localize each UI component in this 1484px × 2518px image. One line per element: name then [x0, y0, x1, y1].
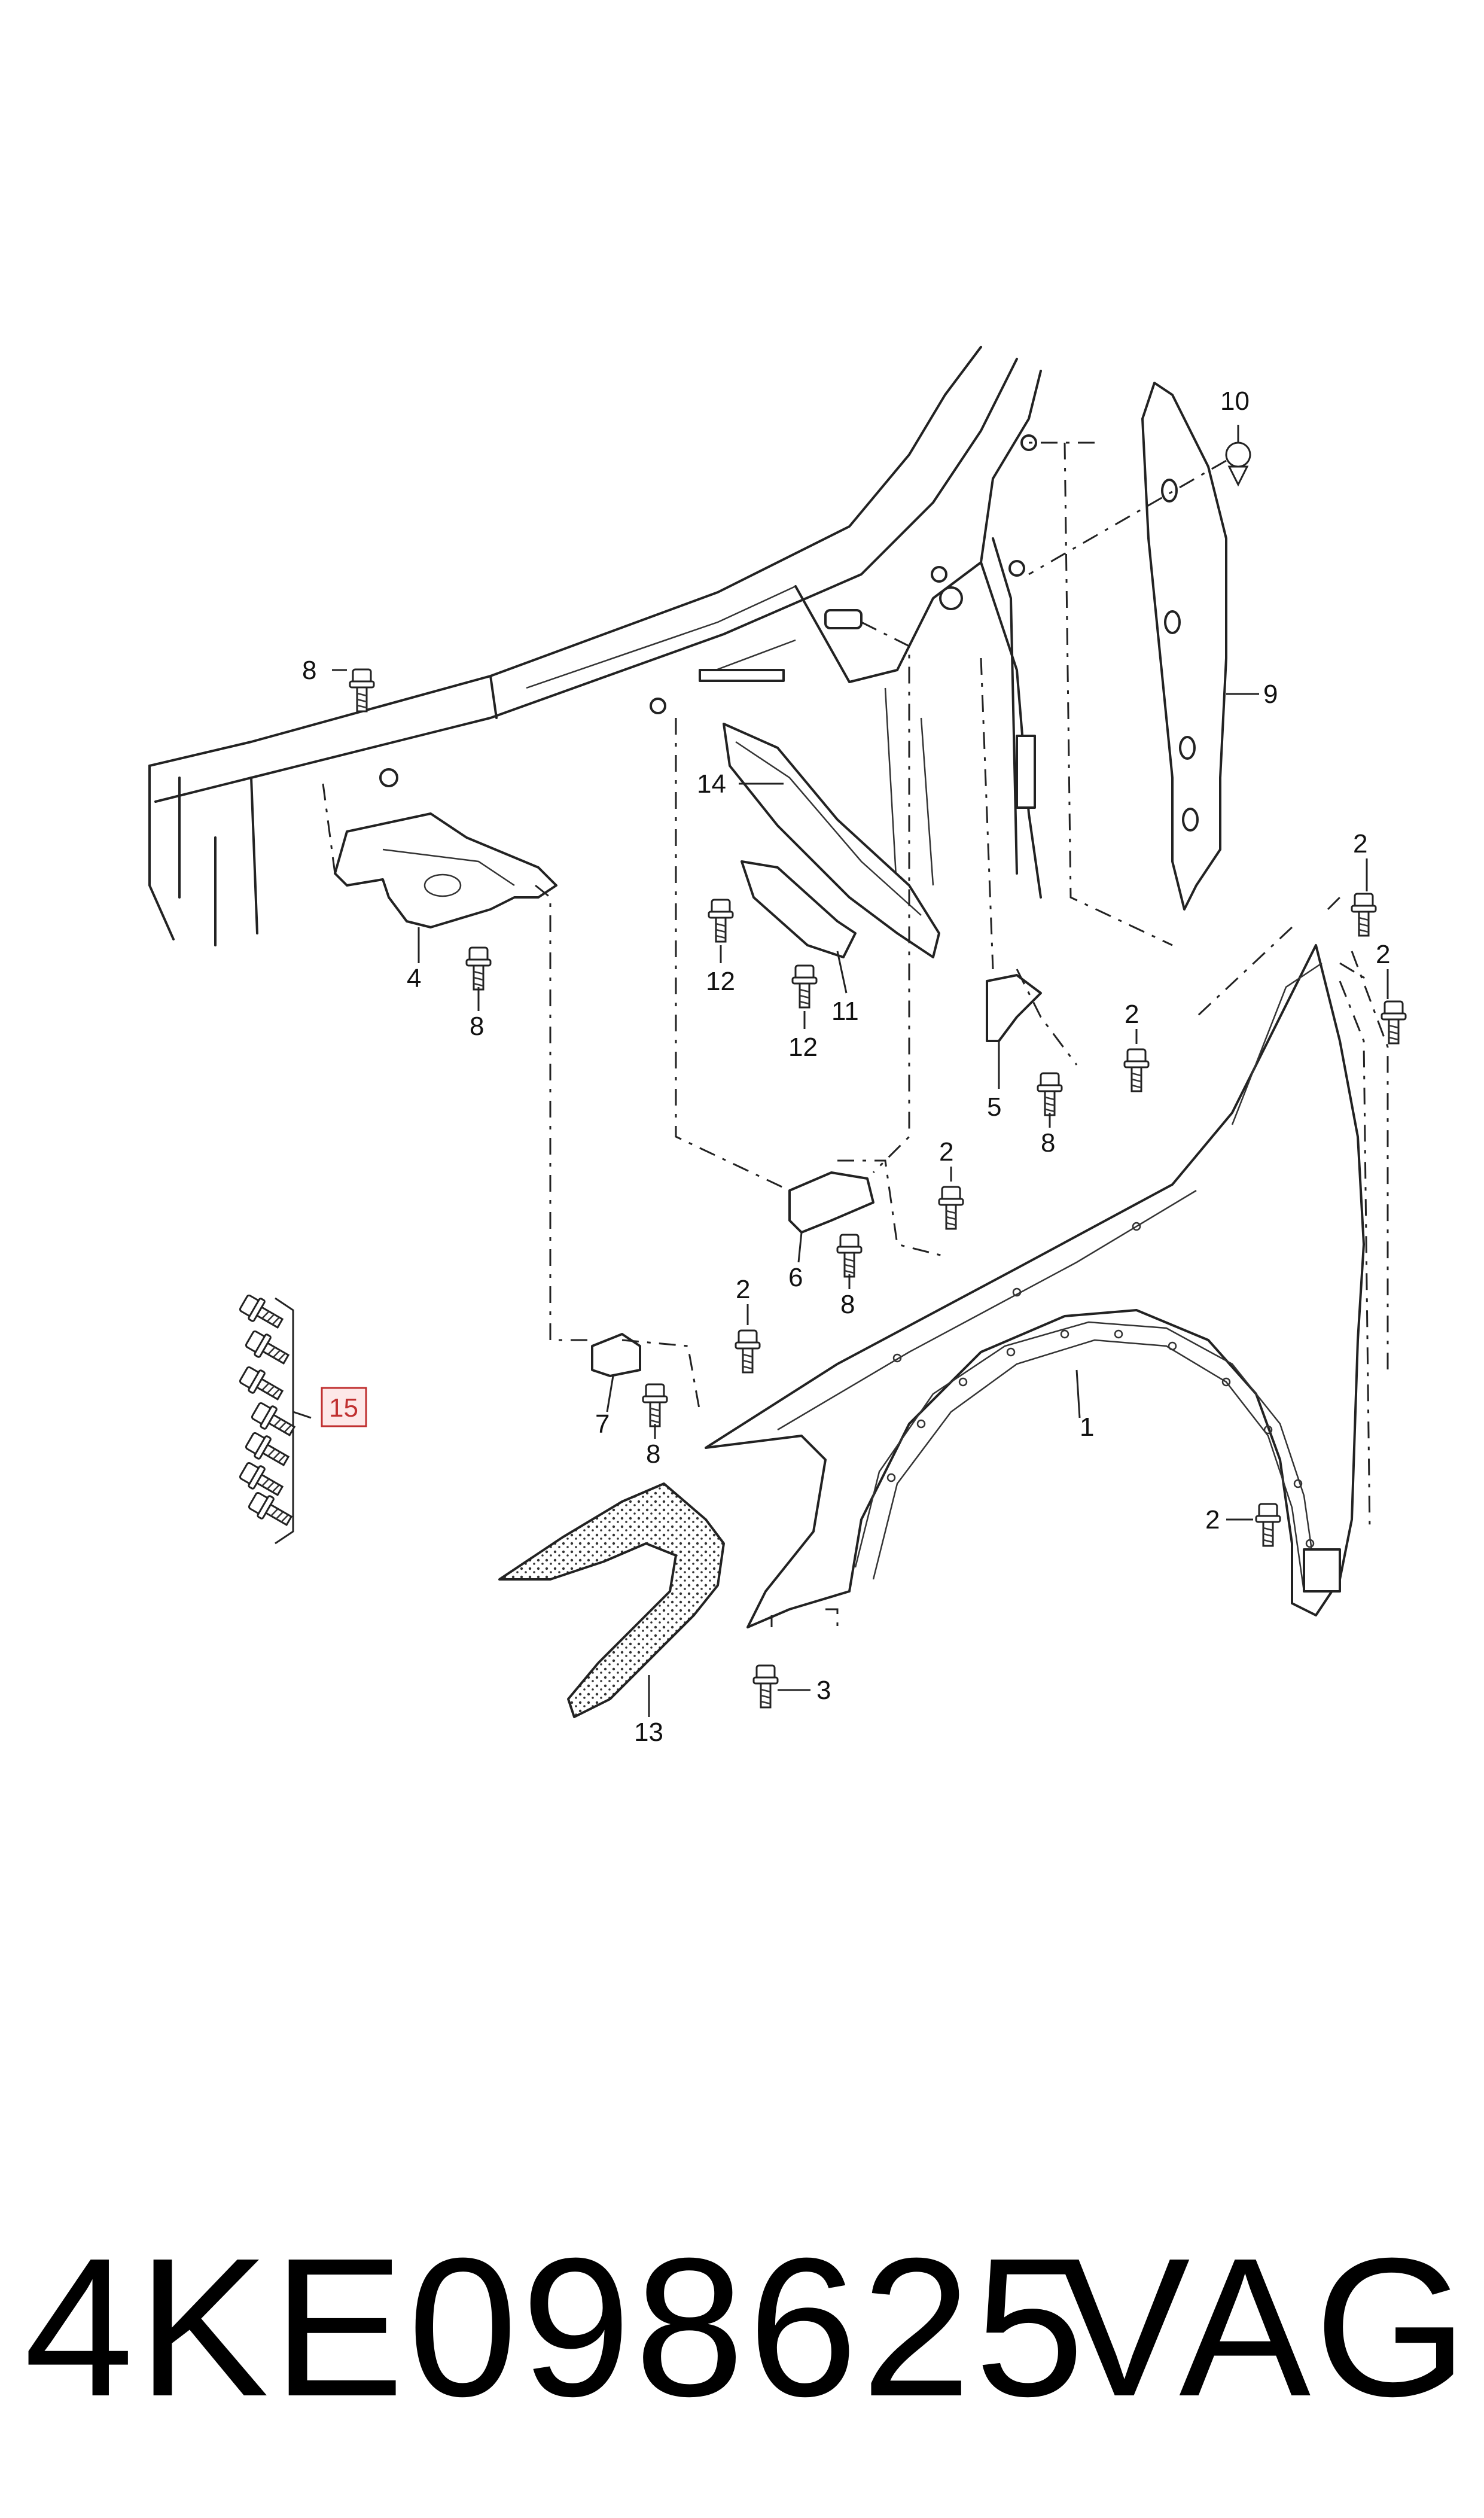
part-10-clip	[1028, 425, 1251, 576]
bolt-2-fender-front	[735, 1329, 761, 1374]
exploded-parts-diagram: 1 2 2 2 2 2 2 3 4 5 6 7 8 8 8 8 8 9 10 1…	[148, 346, 1407, 1747]
callout-7: 7	[595, 1409, 610, 1439]
callout-5: 5	[987, 1092, 1001, 1122]
bolt-2-lower-right	[1255, 1503, 1281, 1547]
fender-mounting-holes	[886, 1222, 1315, 1548]
callout-2-fender-front: 2	[736, 1275, 750, 1304]
part-4-bracket	[334, 812, 557, 963]
bolt-8-part-7	[642, 1383, 668, 1427]
callout-2-right: 2	[1376, 940, 1390, 969]
bolt-2-upper-right	[1351, 893, 1377, 937]
bolt-12-upper	[708, 899, 734, 943]
callout-8-part-4: 8	[470, 1012, 484, 1041]
bolt-2-right	[1381, 1000, 1407, 1045]
leader-lines	[332, 669, 1389, 1691]
bolt-8-part-4	[465, 946, 492, 991]
callout-12-upper: 12	[706, 967, 735, 996]
callout-8-part-5: 8	[1041, 1128, 1055, 1158]
bolt-8-top-left	[349, 668, 375, 713]
callout-4: 4	[407, 964, 421, 993]
callout-11: 11	[831, 997, 859, 1026]
callout-9: 9	[1263, 680, 1278, 709]
part-7-bracket	[591, 1333, 641, 1412]
bolt-8-part-5	[1037, 1072, 1063, 1116]
part-13-wheel-arch-liner	[498, 1482, 725, 1718]
part-6-bracket	[788, 1171, 874, 1263]
manufacturer-name: VAG	[1058, 2216, 1471, 2437]
callout-2-lower-right: 2	[1205, 1505, 1220, 1534]
callout-3: 3	[816, 1676, 831, 1705]
front-body-structure	[148, 346, 1042, 946]
part-15-fastener-set	[236, 1291, 367, 1545]
part-14-bracket	[723, 723, 940, 958]
bolt-2-fender-top	[1123, 1048, 1150, 1092]
callout-14: 14	[697, 769, 726, 799]
assembly-lines	[322, 442, 1389, 1627]
callout-8-part-7: 8	[646, 1439, 660, 1469]
callout-13: 13	[634, 1718, 663, 1747]
bolt-12-lower	[791, 964, 818, 1009]
callout-1: 1	[1080, 1412, 1094, 1442]
part-11-bracket	[741, 860, 857, 994]
callout-2-upper-right: 2	[1353, 829, 1367, 858]
callout-8-part-6: 8	[840, 1290, 855, 1319]
bolt-2-fender-mid	[938, 1186, 964, 1230]
callout-8-top-left: 8	[302, 656, 316, 685]
callout-labels: 1 2 2 2 2 2 2 3 4 5 6 7 8 8 8 8 8 9 10 1…	[302, 386, 1390, 1747]
part-number: 4KE098625	[24, 2216, 1088, 2437]
callout-6: 6	[788, 1263, 803, 1292]
callout-12-lower: 12	[788, 1033, 818, 1062]
bolt-8-part-6	[836, 1234, 863, 1278]
part-1-front-fender	[705, 944, 1365, 1628]
callout-10: 10	[1220, 386, 1250, 416]
callout-2-fender-top: 2	[1125, 1000, 1139, 1029]
part-9-insulation-strip	[1141, 382, 1259, 911]
part-5-bracket	[986, 974, 1042, 1089]
bolt-3	[752, 1664, 779, 1709]
footer: 4KE098625 VAG	[24, 2219, 1471, 2459]
callout-2-fender-mid: 2	[939, 1137, 953, 1167]
callout-15: 15	[329, 1393, 358, 1423]
